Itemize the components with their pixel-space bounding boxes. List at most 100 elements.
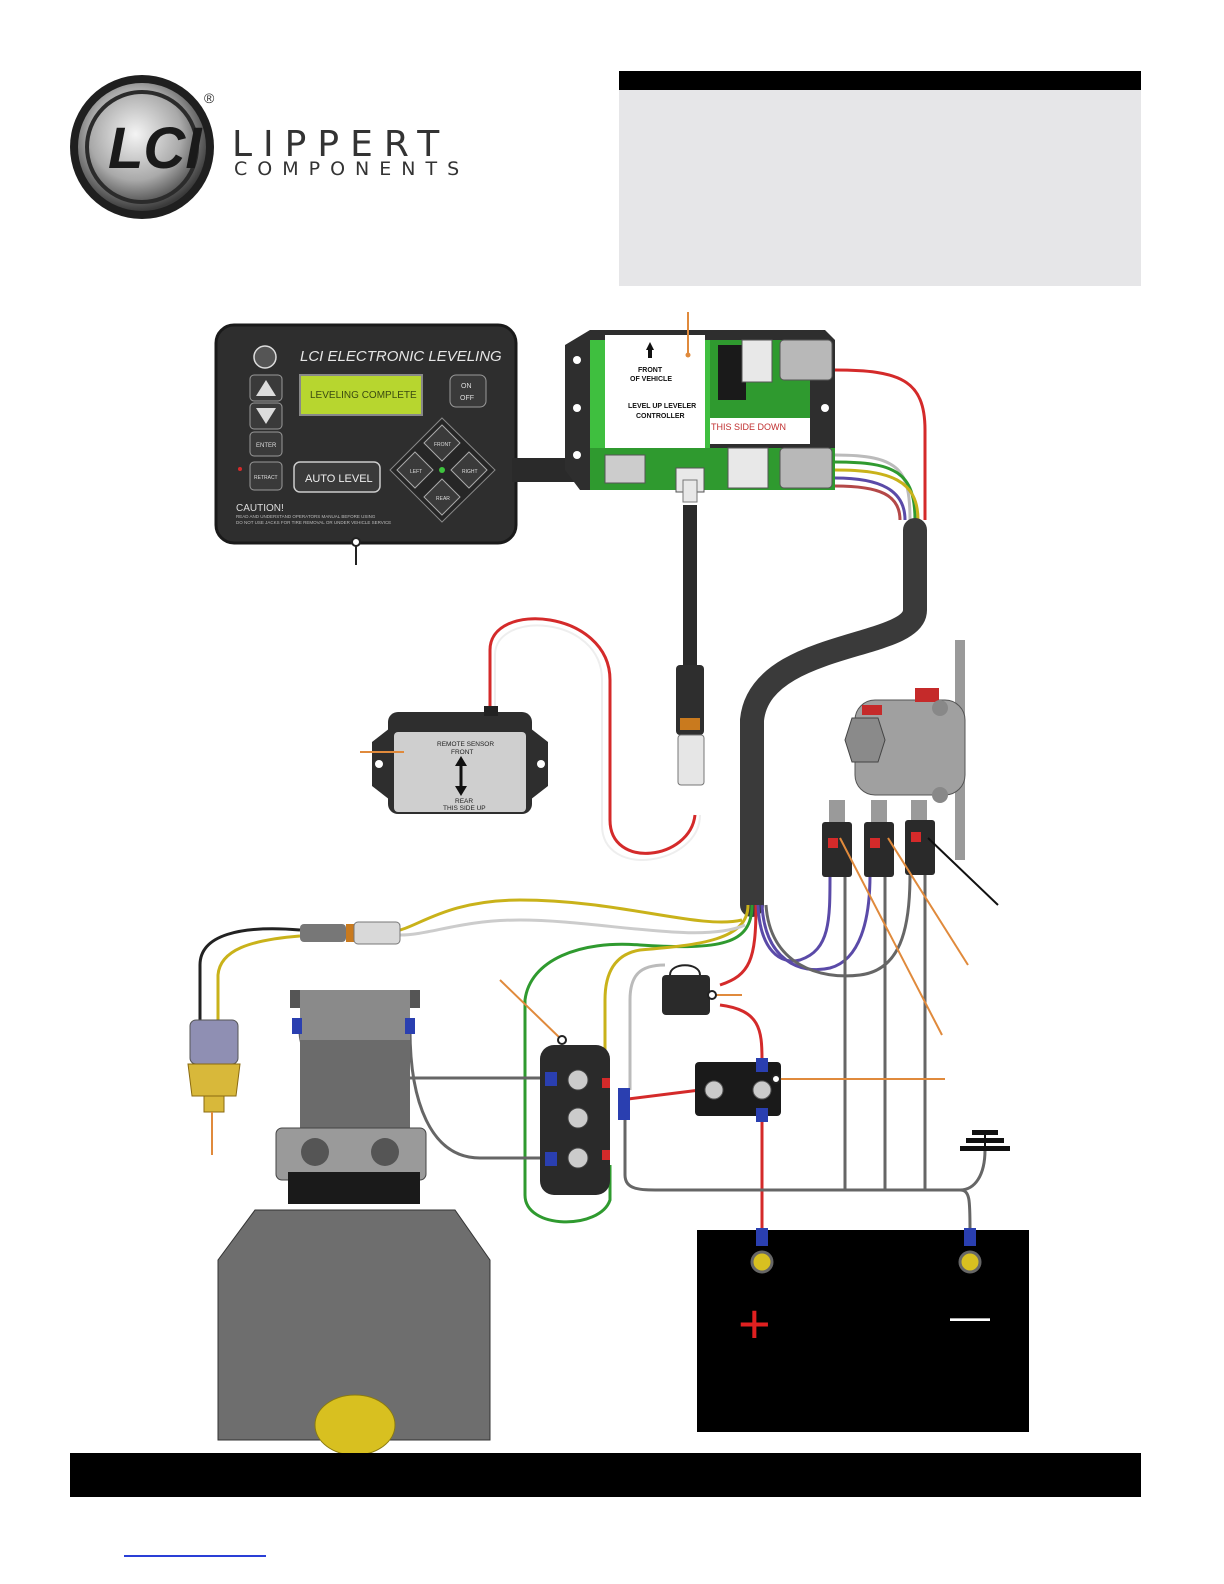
leader-solenoid-dot-icon [557,1035,567,1045]
controller-front-line1: FRONT [638,367,663,374]
controller-front-line2: OF VEHICLE [630,376,672,383]
left-label: LEFT [410,469,422,475]
sensor-line2: FRONT [451,749,473,756]
leader-solenoid [499,979,563,1041]
solenoid [540,1045,630,1195]
left-button[interactable]: LEFT [396,451,434,489]
brand-name-line1: LIPPERT [232,124,451,165]
footer-link-underline[interactable] [124,1555,266,1557]
controller: FRONT OF VEHICLE LEVEL UP LEVELER CONTRO… [565,330,835,493]
retract-label: RETRACT [254,475,278,481]
leader-fuse-dot-icon [707,990,717,1000]
wire-motor-bottom [408,1029,545,1160]
controller-connector-keypad [604,454,646,484]
auto-level-label: AUTO LEVEL [305,473,373,485]
keypad: LCI ELECTRONIC LEVELING LEVELING COMPLET… [214,323,574,545]
leader-valve-orange1 [887,837,969,966]
battery-negative-label: — [950,1295,990,1339]
wire-white-pressure [399,918,746,937]
caution-line1: READ AND UNDERSTAND OPERATORS MANUAL BEF… [236,514,376,519]
wire-red-relay-solenoid [619,1088,701,1102]
wire-white-loop [628,963,666,1090]
leader-valve-orange2 [839,837,943,1036]
keypad-logo-icon [253,345,277,369]
registered-mark: ® [204,90,215,106]
logo-letters: LCI [108,116,203,181]
lcd-text: LEVELING COMPLETE [310,390,417,401]
wire-yellow-harness [834,468,920,521]
wire-white-sensor [494,624,701,861]
wire-purple-valve1 [756,874,832,963]
leader-keypad-dot-icon [351,537,361,547]
sensor-line3: REAR [455,798,473,805]
right-label: RIGHT [462,469,478,475]
wire-gray-valve3 [764,874,912,978]
controller-label-area [605,335,705,450]
wire-red-controller [834,368,927,520]
battery-positive-terminal [750,1250,774,1274]
on-off-button[interactable]: ON OFF [449,374,487,408]
valve-3 [905,800,935,875]
retract-button[interactable]: RETRACT [249,461,283,491]
battery: + — [697,1228,1029,1432]
direction-pad: FRONT REAR LEFT RIGHT [389,417,496,523]
leader-controller-dot-icon [685,352,691,358]
controller-name-line1: LEVEL UP LEVELER [628,403,696,410]
lcd-display [299,374,423,416]
pump-motor [275,990,427,1204]
off-label: OFF [460,395,474,402]
leader-valve-black [927,837,999,906]
retract-led-icon [238,467,242,471]
wire-red-fuse-relay [719,1003,764,1061]
front-arrow-icon [646,342,654,358]
motor-terminal-2 [405,1018,415,1034]
circuit-breaker [695,1058,781,1122]
level-led-icon [439,467,445,473]
enter-button[interactable]: ENTER [249,431,283,457]
remote-sensor: REMOTE SENSOR FRONT REAR THIS SIDE UP [372,706,548,814]
rear-button[interactable]: REAR [423,478,461,516]
valve-2 [864,800,894,877]
fuse-holder [662,964,710,1015]
wire-red-sensor [488,617,697,855]
wire-ground-bus [623,1120,972,1231]
valve-hex-nut-icon [844,717,886,763]
wire-white-harness [834,453,912,521]
footer-bar [70,1453,1141,1497]
controller-connector-bottom [779,447,833,489]
up-arrow-icon [256,380,276,396]
front-label: FRONT [434,442,451,448]
valve-manifold [844,640,966,860]
wire-black-pressure [198,927,301,1020]
front-button[interactable]: FRONT [423,424,461,462]
rear-label: REAR [436,496,450,502]
right-button[interactable]: RIGHT [450,451,488,489]
sensor-line1: REMOTE SENSOR [437,741,494,748]
wire-red-to-fuse [719,904,758,987]
wire-loom-main [740,518,927,917]
leader-breaker-dot-icon [771,1074,781,1084]
keypad-title: LCI ELECTRONIC LEVELING [300,348,502,365]
valve-1 [822,800,852,877]
pressure-switch [187,921,401,1113]
enter-label: ENTER [256,443,277,449]
wire-green-to-solenoid [523,904,754,1224]
controller-side-down: THIS SIDE DOWN [711,422,786,432]
down-arrow-icon [256,408,276,424]
motor-terminal-1 [292,1018,302,1034]
controller-name-line2: CONTROLLER [636,413,685,420]
brand-name-line2: COMPONENTS [234,158,470,180]
title-bar [619,71,1141,90]
up-button[interactable] [249,374,283,402]
wire-yellow-pressure-end [216,934,301,1020]
sensor-connector-plug [676,665,705,786]
lci-logo: LCI [68,72,508,222]
wire-purple-harness [834,476,907,521]
lci-logo-badge-icon: LCI [70,75,214,219]
down-button[interactable] [249,402,283,430]
battery-negative-terminal [958,1250,982,1274]
auto-level-button[interactable]: AUTO LEVEL [293,461,381,493]
sensor-double-arrow-icon [455,756,467,796]
on-label: ON [461,383,472,390]
